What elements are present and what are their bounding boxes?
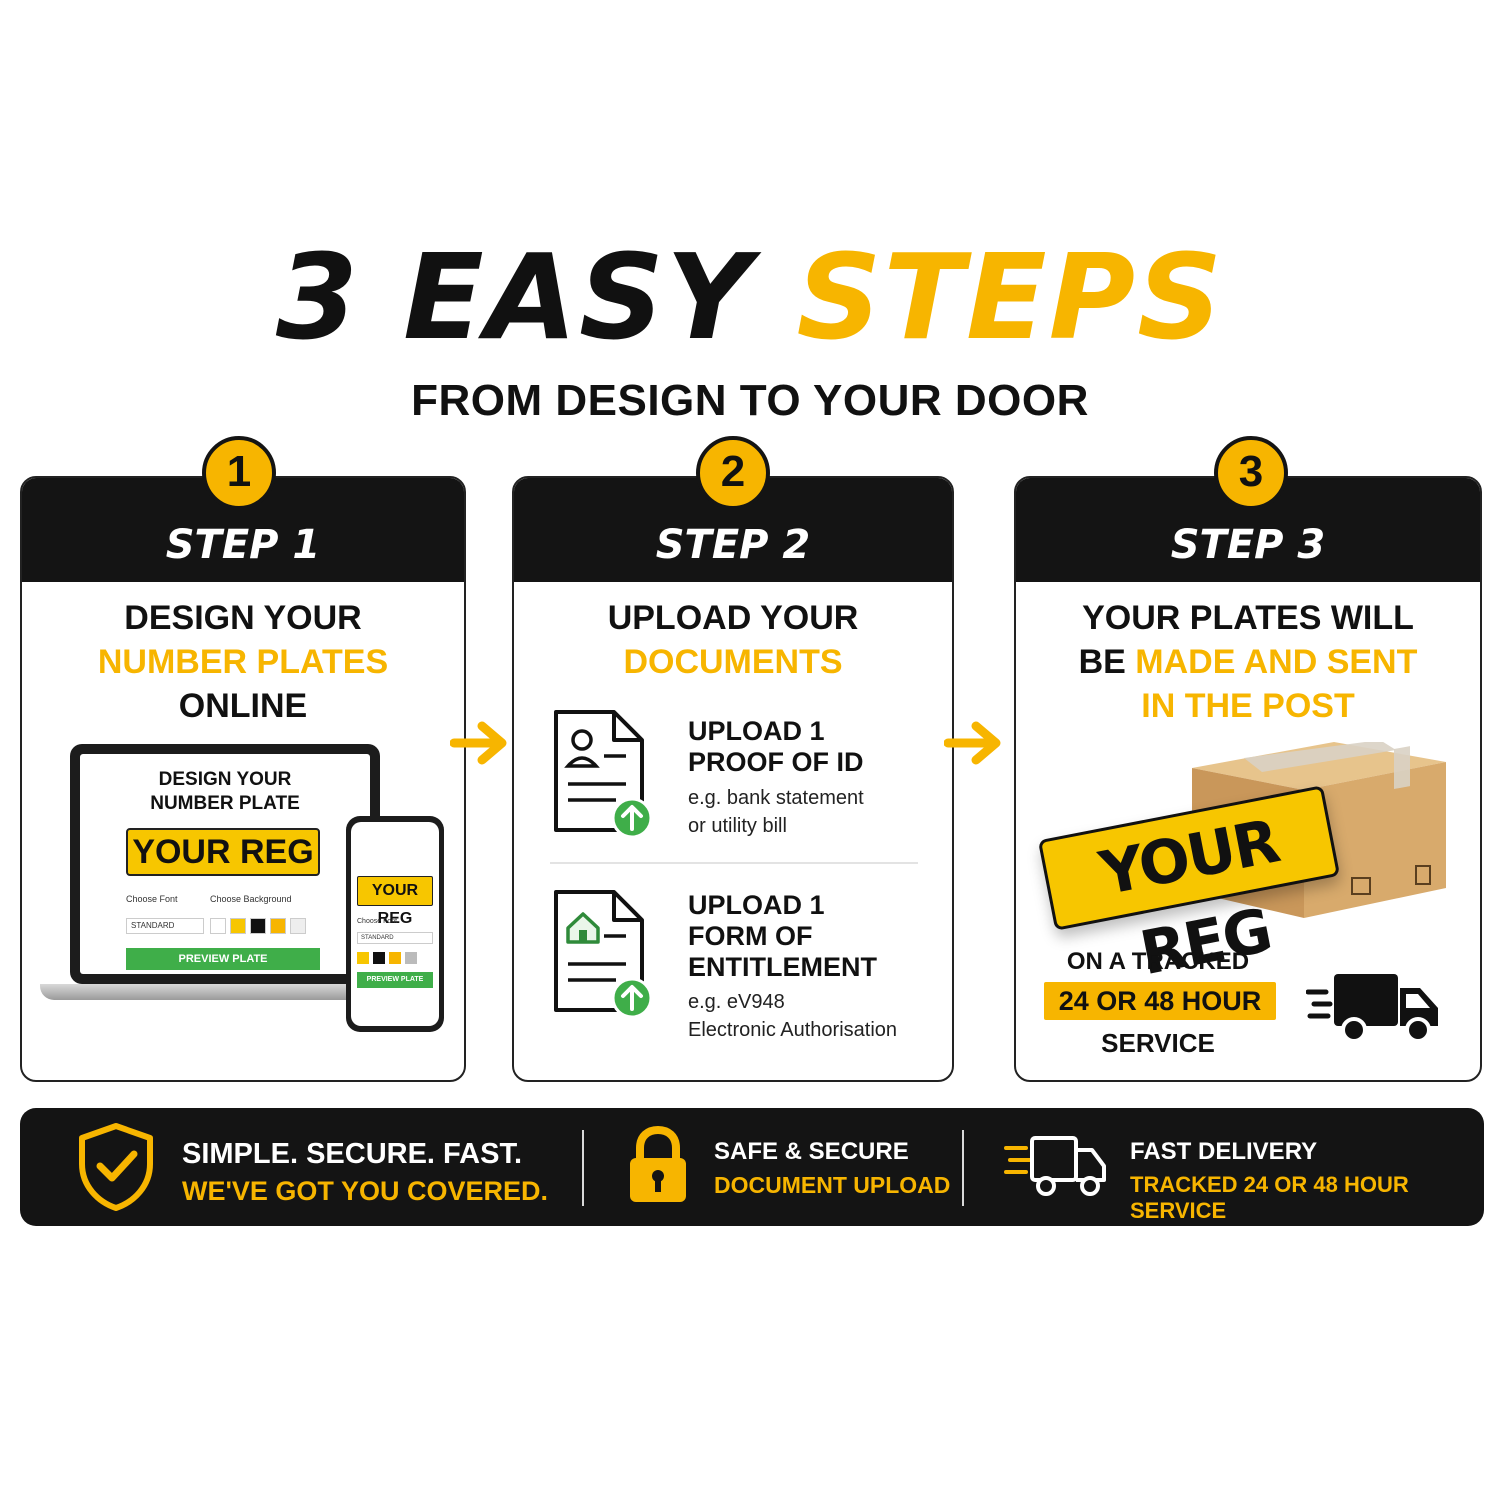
phone-mockup: YOUR REG Choose Font STANDARD PREVIEW PL… [346,816,444,1032]
phone-font-select[interactable]: STANDARD [357,932,433,944]
laptop-font-label: Choose Font [126,894,178,904]
laptop-design-title: DESIGN YOUR NUMBER PLATE [80,768,370,816]
swatch-white[interactable] [210,918,226,934]
headline-part-yellow: STEPS [796,228,1225,366]
upload-2-title-line-3: ENTITLEMENT [688,952,877,982]
swatch-black[interactable] [250,918,266,934]
step-3-title-line-3: IN THE POST [1141,687,1355,725]
upload-2-title-line-1: UPLOAD 1 [688,890,825,920]
step-1-title-line-1: DESIGN YOUR [124,599,362,637]
upload-1-title-line-2: PROOF OF ID [688,747,864,777]
phone-swatch-black[interactable] [373,952,385,964]
step-3-title-line-2-dark: BE [1078,643,1126,681]
step-2-card: STEP 2 UPLOAD YOUR DOCUMENTS UPLOAD 1 PR… [512,476,954,1082]
step-1-label: STEP 1 [165,522,321,568]
laptop-font-select[interactable]: STANDARD [126,918,204,934]
step-3-title-line-1: YOUR PLATES WILL [1082,599,1414,637]
upload-2-example-line-1: e.g. eV948 [688,991,785,1013]
house-document-upload-icon [554,890,653,1018]
laptop-preview-button[interactable]: PREVIEW PLATE [126,948,320,970]
phone-font-label: Choose Font [357,918,398,925]
laptop-screen: DESIGN YOUR NUMBER PLATE YOUR REG Choose… [80,754,370,974]
upload-2-example-line-2: Electronic Authorisation [688,1019,898,1041]
step-3-title-line-2: BE MADE AND SENT [1016,640,1480,684]
subheadline: FROM DESIGN TO YOUR DOOR [411,376,1089,425]
upload-1-example: e.g. bank statement or utility bill [688,784,864,840]
phone-screen: YOUR REG Choose Font STANDARD PREVIEW PL… [351,822,439,1026]
arrow-right-icon [450,721,507,765]
upload-2-title-line-2: FORM OF [688,921,813,951]
upload-1-example-line-1: e.g. bank statement [688,787,864,809]
delivery-truck-icon [1306,974,1438,1043]
step-3-label: STEP 3 [1170,522,1326,568]
footer-item-3-line-1: FAST DELIVERY [1130,1138,1318,1165]
step-2-title-line-1: UPLOAD YOUR [607,599,859,637]
footer-separator [962,1130,964,1206]
laptop-design-title-line-2: NUMBER PLATE [150,793,300,814]
phone-swatch-orange[interactable] [389,952,401,964]
step-3-card: STEP 3 YOUR PLATES WILL BE MADE AND SENT… [1014,476,1482,1082]
headline: 3 EASY STEPS [0,238,1500,356]
step-1-badge: 1 [202,436,276,510]
step-2-badge: 2 [696,436,770,510]
laptop-base [40,984,410,1000]
step-2-title-line-2: DOCUMENTS [623,643,843,681]
swatch-yellow[interactable] [230,918,246,934]
id-document-upload-icon [554,710,653,838]
headline-part-dark: 3 EASY [275,228,754,366]
hours-highlight: 24 OR 48 HOUR [1044,982,1276,1020]
step-3-badge: 3 [1214,436,1288,510]
laptop-design-title-line-1: DESIGN YOUR [158,769,292,790]
footer-bar: SIMPLE. SECURE. FAST. WE'VE GOT YOU COVE… [20,1108,1484,1226]
laptop-background-label: Choose Background [210,894,292,904]
step-1-title-line-3: ONLINE [178,687,308,725]
footer-item-2-line-2: DOCUMENT UPLOAD [714,1172,951,1198]
phone-preview-button[interactable]: PREVIEW PLATE [357,972,433,988]
step-1-title-line-2: NUMBER PLATES [97,643,389,681]
upload-1-example-line-2: or utility bill [688,815,787,837]
shield-check-icon [79,1123,153,1211]
laptop-plate-preview: YOUR REG [126,828,320,876]
footer-item-1-line-1: SIMPLE. SECURE. FAST. [182,1138,522,1170]
laptop-mockup: DESIGN YOUR NUMBER PLATE YOUR REG Choose… [70,744,380,984]
padlock-icon [630,1126,686,1202]
tracked-line: ON A TRACKED [1066,948,1250,975]
step-2-label: STEP 2 [655,522,811,568]
swatch-orange[interactable] [270,918,286,934]
delivery-truck-icon [1004,1136,1106,1196]
footer-item-2-line-1: SAFE & SECURE [714,1138,909,1165]
upload-1-title-line-1: UPLOAD 1 [688,716,825,746]
phone-plate-preview: YOUR REG [357,876,433,927]
footer-item-1-line-2: WE'VE GOT YOU COVERED. [182,1176,548,1206]
step-3-title-line-2-yellow: MADE AND SENT [1135,643,1418,681]
footer-item-3-line-2: TRACKED 24 OR 48 HOUR SERVICE [1130,1172,1409,1223]
swatch-grey[interactable] [290,918,306,934]
phone-swatch-grey[interactable] [405,952,417,964]
footer-separator [582,1130,584,1206]
phone-swatch-yellow[interactable] [357,952,369,964]
upload-1-title: UPLOAD 1 PROOF OF ID [688,716,864,778]
upload-2-example: e.g. eV948 Electronic Authorisation [688,988,897,1044]
service-line: SERVICE [1101,1028,1215,1058]
step-1-card: STEP 1 DESIGN YOUR NUMBER PLATES ONLINE … [20,476,466,1082]
upload-2-title: UPLOAD 1 FORM OF ENTITLEMENT [688,890,877,983]
upload-divider [550,862,918,864]
arrow-right-icon [944,721,1001,765]
